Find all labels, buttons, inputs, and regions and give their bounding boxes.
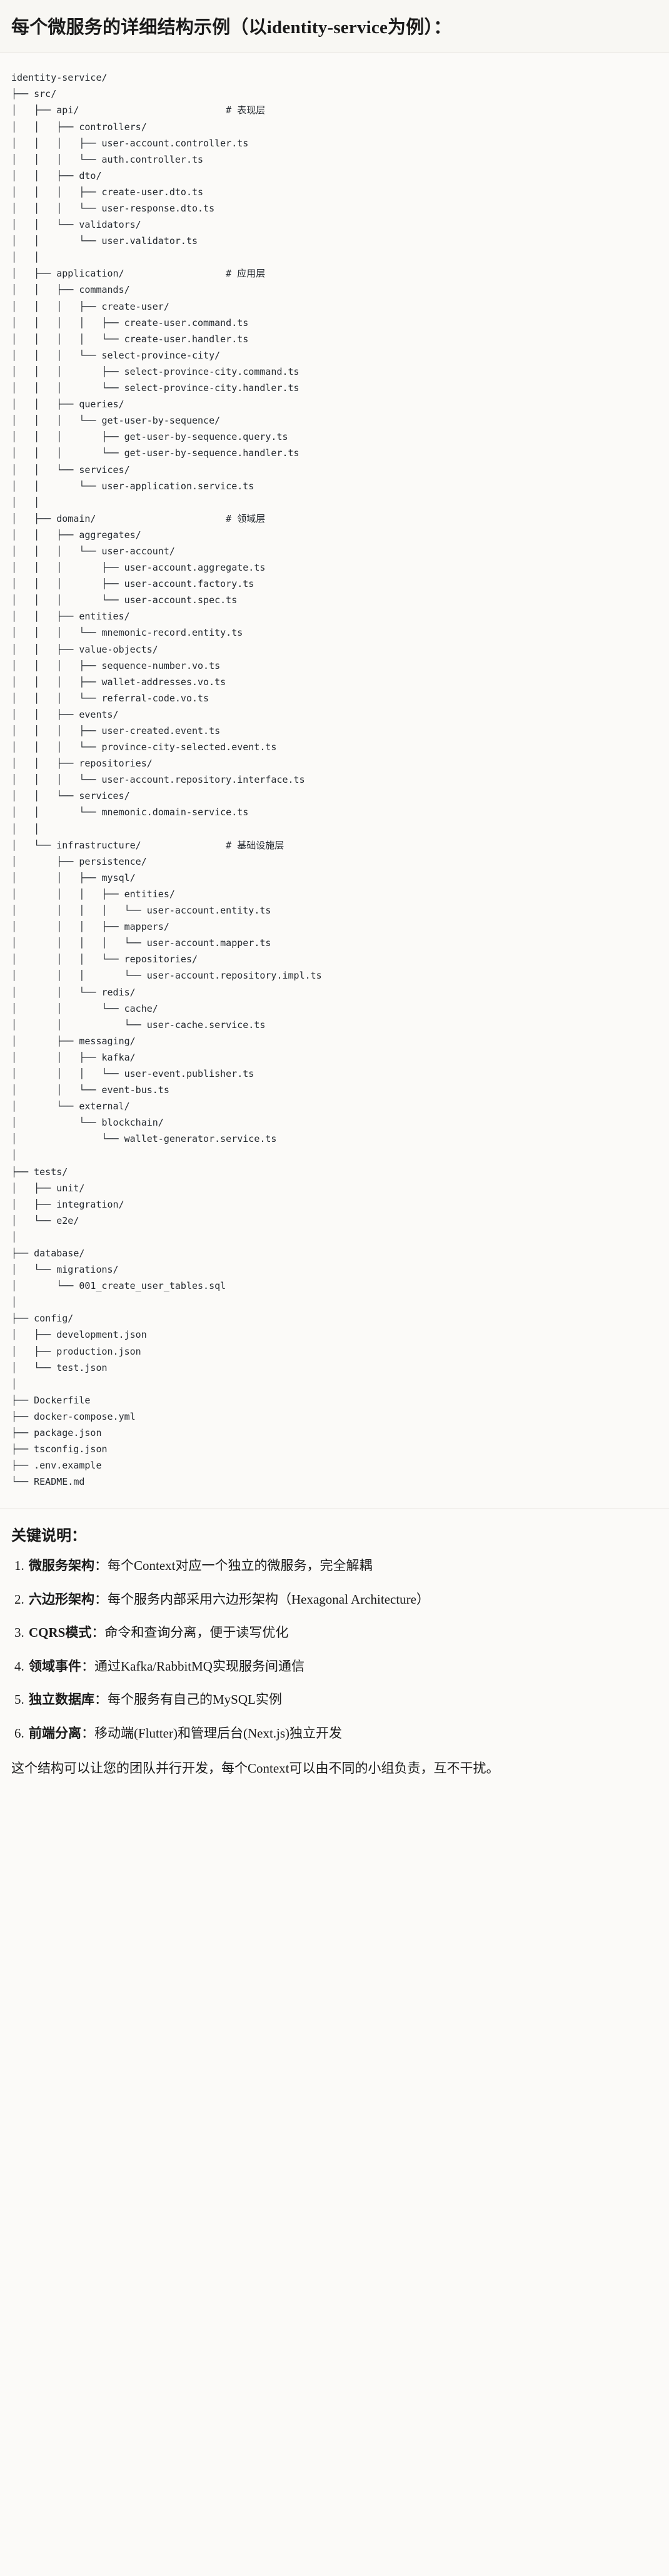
note-sep: ： <box>94 1692 108 1708</box>
directory-tree-region: identity-service/ ├── src/ │ ├── api/ # … <box>0 53 669 1510</box>
closing-paragraph: 这个结构可以让您的团队并行开发，每个Context可以由不同的小组负责，互不干扰… <box>11 1761 500 1776</box>
note-body: 命令和查询分离，便于读写优化 <box>104 1625 289 1641</box>
note-body: 每个服务内部采用六边形架构（Hexagonal Architecture） <box>108 1591 430 1607</box>
list-item: 领域事件：通过Kafka/RabbitMQ实现服务间通信 <box>28 1657 658 1676</box>
note-term: 独立数据库 <box>29 1692 94 1708</box>
list-item: 前端分离：移动端(Flutter)和管理后台(Next.js)独立开发 <box>28 1724 658 1743</box>
note-term: CQRS模式 <box>29 1625 92 1641</box>
note-body: 每个Context对应一个独立的微服务，完全解耦 <box>108 1558 373 1574</box>
list-item: CQRS模式：命令和查询分离，便于读写优化 <box>28 1623 658 1642</box>
list-item: 独立数据库：每个服务有自己的MySQL实例 <box>28 1690 658 1709</box>
note-body: 通过Kafka/RabbitMQ实现服务间通信 <box>94 1658 304 1674</box>
note-term: 六边形架构 <box>29 1591 94 1607</box>
note-body: 每个服务有自己的MySQL实例 <box>108 1692 282 1708</box>
note-sep: ： <box>81 1725 94 1741</box>
note-sep: ： <box>91 1625 105 1641</box>
key-notes-list: 微服务架构：每个Context对应一个独立的微服务，完全解耦 六边形架构：每个服… <box>11 1556 658 1743</box>
page-title: 每个微服务的详细结构示例（以identity-service为例）： <box>11 18 452 38</box>
note-body: 移动端(Flutter)和管理后台(Next.js)独立开发 <box>94 1725 343 1741</box>
list-item: 微服务架构：每个Context对应一个独立的微服务，完全解耦 <box>28 1556 658 1575</box>
footer-spacer <box>11 1779 658 1788</box>
note-term: 领域事件 <box>29 1658 81 1674</box>
note-term: 微服务架构 <box>29 1558 94 1574</box>
note-term: 前端分离 <box>29 1725 81 1741</box>
key-notes-region: 关键说明： 微服务架构：每个Context对应一个独立的微服务，完全解耦 六边形… <box>0 1509 669 2576</box>
key-notes-heading: 关键说明： <box>11 1528 86 1545</box>
directory-tree: identity-service/ ├── src/ │ ├── api/ # … <box>11 72 322 1488</box>
note-sep: ： <box>81 1658 94 1674</box>
title-bar: 每个微服务的详细结构示例（以identity-service为例）： <box>0 0 669 54</box>
note-sep: ： <box>94 1558 108 1574</box>
note-sep: ： <box>94 1591 108 1607</box>
list-item: 六边形架构：每个服务内部采用六边形架构（Hexagonal Architectu… <box>28 1590 658 1609</box>
